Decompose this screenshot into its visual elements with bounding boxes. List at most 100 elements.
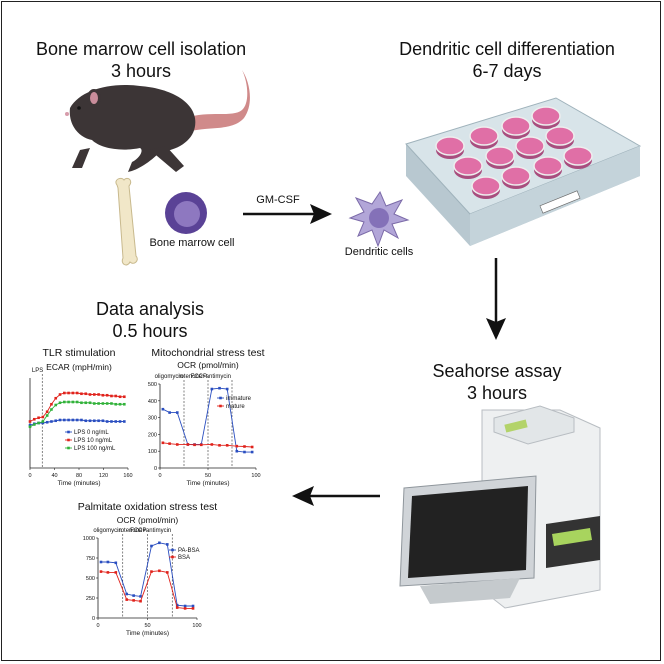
legend-label: BSA [178,555,190,561]
data-point [58,418,62,422]
y-tick-label: 750 [86,556,95,562]
data-point [88,393,92,396]
x-axis-label: Time (minutes) [57,480,100,487]
injection-label: rotenone+antimycin [119,528,172,534]
legend-label: LPS 0 ng/mL [74,430,109,436]
data-point [158,541,161,545]
x-tick-label: 0 [28,473,31,479]
data-point [158,569,161,573]
data-point [199,443,203,447]
data-point [28,425,32,429]
x-tick-label: 50 [205,473,211,479]
data-point [93,419,96,423]
data-point [125,592,129,596]
data-point [54,396,58,400]
data-point [63,391,66,395]
data-point [132,599,135,602]
y-tick-label: 500 [86,576,95,582]
data-point [175,603,179,607]
well-top-10 [501,166,531,186]
well-top-3 [501,116,531,136]
injection-label: oligomycin [155,374,183,380]
data-point [191,607,195,610]
bone-marrow-cell-label: Bone marrow cell [149,237,235,249]
x-tick-label: 100 [192,623,201,629]
mouse-icon [65,70,250,172]
injection-label: oligomycin [93,528,121,534]
data-point [175,443,179,446]
data-point [110,420,113,423]
data-point [175,411,179,414]
dendritic-cell-icon [348,190,410,248]
data-point [243,445,246,448]
data-point [114,402,118,406]
x-axis-label: Time (minutes) [186,480,229,487]
data-point [93,393,96,396]
bone-marrow-cell-icon [165,192,207,234]
data-point [37,421,40,425]
data-point [186,443,190,446]
data-point [105,420,109,423]
data-point [80,392,83,396]
data-point [161,407,165,411]
data-point [97,393,100,396]
data-point [210,387,214,391]
seahorse-analyzer-icon [399,405,601,609]
data-point [225,444,229,447]
data-point [75,400,79,404]
x-tick-label: 80 [76,473,82,479]
data-point [114,420,118,423]
data-point [250,450,254,454]
data-point [63,400,66,404]
data-point [118,395,122,399]
stage-analysis-title: Data analysis [95,299,205,319]
data-point [235,444,239,448]
data-point [71,391,75,395]
injection-label: rotenone+antimycin [178,374,231,380]
data-point [37,416,40,420]
legend-label: PA-BSA [178,548,200,554]
y-tick-label: 0 [154,466,157,472]
data-point [88,401,92,405]
data-point [118,420,122,423]
data-point [84,419,88,423]
chart-title: Mitochondrial stress test [151,347,264,359]
data-point [84,392,88,396]
data-point [88,419,92,423]
data-point [28,420,32,423]
data-point [210,443,214,446]
well-top-12 [563,146,593,166]
legend-marker [171,548,174,552]
dendritic-cells-label: Dendritic cells [344,246,414,258]
bone-icon [115,177,138,266]
injection-label: FCCP [130,528,146,534]
injection-label: LPS [32,368,43,374]
data-point [80,418,83,422]
data-point [54,419,58,423]
data-point [41,420,45,423]
data-point [101,393,105,397]
legend-marker [219,396,222,400]
data-point [105,393,109,397]
stage-seahorse-title: Seahorse assay [432,361,562,381]
data-point [99,570,103,573]
series-line-1 [100,542,194,607]
x-tick-label: 120 [99,473,108,479]
data-point [45,420,49,424]
data-point [93,402,96,405]
legend-label: LPS 10 ng/mL [74,438,113,444]
arrow-to-seahorse [486,258,506,340]
legend-label: immature [226,396,252,402]
data-point [50,420,53,423]
x-tick-label: 0 [158,473,161,479]
well-top-5 [453,156,483,176]
injection-label: FCCP [191,374,207,380]
data-point [71,418,75,422]
y-tick-label: 0 [92,616,95,622]
data-point [41,421,45,425]
data-point [58,401,62,405]
arrow-to-analysis [292,486,380,506]
data-point [67,400,70,404]
